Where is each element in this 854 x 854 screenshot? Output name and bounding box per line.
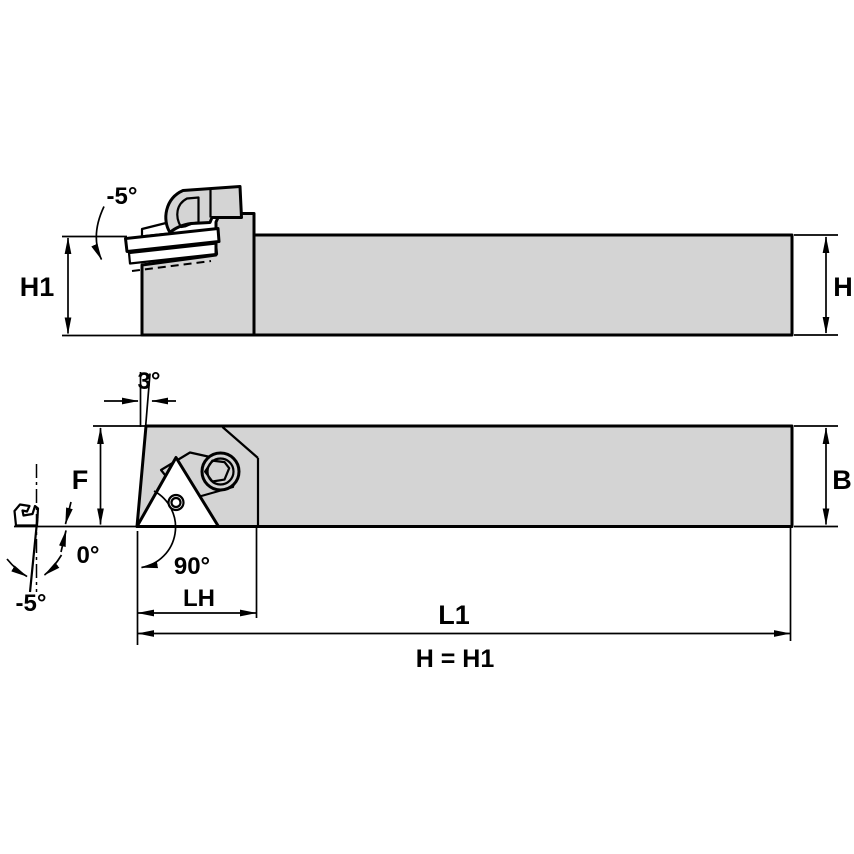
clamp-screw-ring: [206, 457, 235, 486]
dim-l1-label: L1: [438, 600, 470, 630]
clearance-tilted-line: [28, 516, 39, 593]
dim-b-label: B: [832, 465, 852, 495]
dim-h1-label: H1: [20, 272, 55, 302]
clearance-label: -5°: [16, 590, 47, 617]
clearance-callout: -5°: [6, 464, 63, 617]
height-equation-note: H = H1: [416, 645, 495, 673]
plan-head-chamfer-line: [221, 426, 259, 459]
side-clamp-slot: [176, 196, 200, 229]
side-shim: [127, 242, 219, 265]
inclination-arrow-top: [64, 501, 73, 525]
plan-bar: [135, 424, 794, 528]
insert-edge-profile: [13, 503, 40, 527]
plan-insert-hole-outer: [167, 493, 185, 512]
dim-h-label: H: [833, 272, 853, 302]
inclination-label: 0°: [77, 542, 100, 569]
back-taper-label: 3°: [138, 368, 161, 395]
side-clamp: [164, 185, 243, 234]
dim-lh: LH: [136, 528, 258, 645]
plan-view: 3° F 0° -5° 90°: [6, 368, 852, 645]
side-view: H1 -5° H: [20, 183, 853, 337]
side-pocket-hidden-line: [131, 260, 212, 272]
clearance-arc-right: [43, 554, 63, 576]
plan-insert-hole-inner: [170, 496, 182, 509]
clamp-screw-hex-socket: [204, 459, 231, 483]
lead-angle-arc: [140, 490, 177, 569]
side-insert: [124, 227, 221, 253]
dim-h1: H1: [20, 235, 143, 337]
dim-f-label: F: [72, 465, 89, 495]
rake-angle-arc: [91, 206, 105, 261]
rake-angle-callout: -5°: [91, 183, 138, 261]
clearance-arc-left: [6, 558, 28, 578]
lead-angle-callout: 90°: [140, 490, 210, 580]
rake-angle-label: -5°: [107, 183, 138, 210]
back-taper-callout: 3°: [104, 368, 176, 429]
dim-f: F: [72, 425, 146, 526]
dim-l1: L1: [137, 528, 792, 641]
back-taper-ref-slanted: [144, 373, 151, 429]
inclination-callout: 0°: [59, 501, 100, 569]
lead-angle-label: 90°: [174, 553, 210, 580]
dim-h: H: [794, 234, 853, 336]
dim-b: B: [794, 425, 852, 528]
inclination-arrow-bottom: [59, 529, 67, 553]
side-shank: [252, 233, 794, 337]
dim-lh-label: LH: [183, 585, 215, 612]
